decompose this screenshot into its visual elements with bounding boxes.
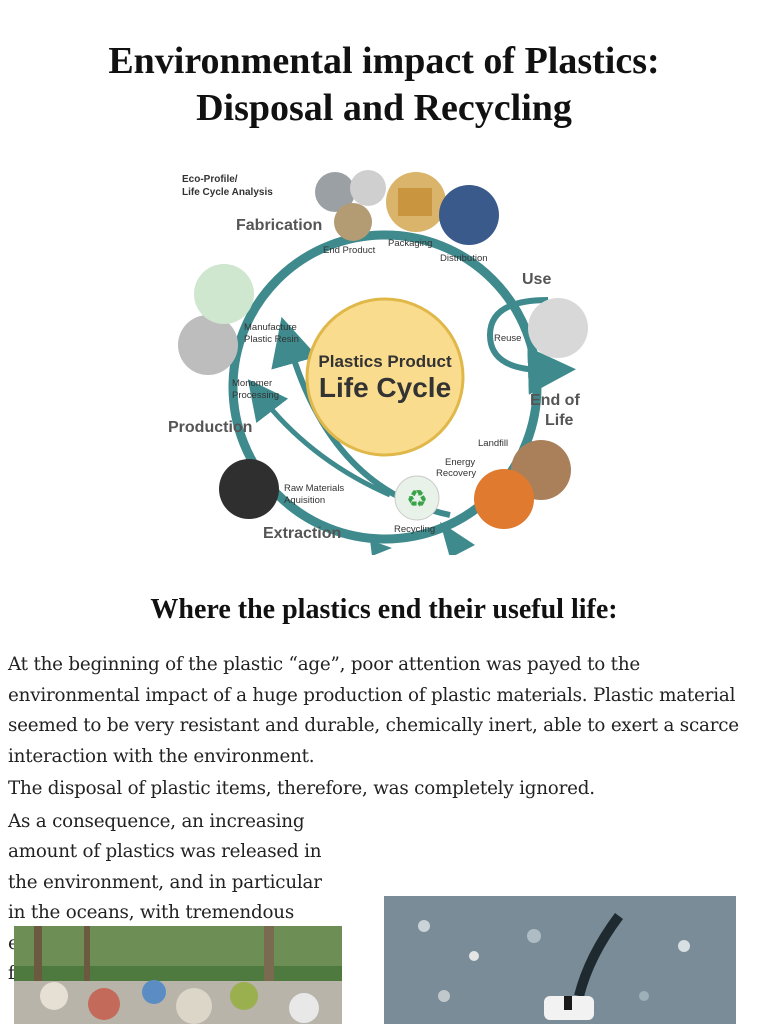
end-product-photo-3 bbox=[334, 203, 372, 241]
stage-end-of-life-1: End of bbox=[530, 392, 580, 409]
energy-recovery-photo bbox=[474, 469, 534, 529]
life-cycle-diagram: Plastics Product Life Cycle Eco-Profile/… bbox=[168, 170, 588, 555]
end-product-photo bbox=[315, 172, 355, 212]
monomer-photo bbox=[178, 315, 238, 375]
section-subtitle: Where the plastics end their useful life… bbox=[150, 594, 618, 625]
raw-materials-photo bbox=[219, 459, 279, 519]
label-packaging: Packaging bbox=[388, 238, 432, 249]
reuse-photo bbox=[528, 298, 588, 358]
label-reuse: Reuse bbox=[494, 333, 521, 344]
label-raw-1: Raw Materials bbox=[284, 483, 344, 494]
recycling-icon: ♻ bbox=[406, 485, 428, 513]
end-product-photo-2 bbox=[350, 170, 386, 206]
energy-return-arrow bbox=[247, 379, 392, 498]
label-monomer-1: Monomer bbox=[232, 378, 272, 389]
label-landfill: Landfill bbox=[478, 438, 508, 449]
label-energy-1: Energy bbox=[445, 457, 475, 468]
center-line-2: Life Cycle bbox=[319, 372, 451, 403]
stage-end-of-life-2: Life bbox=[545, 412, 574, 429]
end-of-life-arrowhead bbox=[440, 522, 475, 555]
body-text: At the beginning of the plastic “age”, p… bbox=[8, 650, 764, 992]
packaging-box-icon bbox=[398, 188, 432, 216]
label-manufacture-2: Plastic Resin bbox=[244, 334, 299, 345]
center-circle bbox=[305, 297, 465, 457]
ocean-plastic-photo bbox=[384, 896, 736, 1024]
label-end-product: End Product bbox=[323, 245, 376, 256]
label-monomer-2: Processing bbox=[232, 390, 279, 401]
stage-fabrication: Fabrication bbox=[236, 217, 322, 234]
reuse-loop-arrow bbox=[486, 297, 576, 395]
extraction-arrowhead bbox=[370, 540, 392, 555]
label-manufacture-1: Manufacture bbox=[244, 322, 297, 333]
title-line-1: Environmental impact of Plastics: bbox=[108, 40, 660, 82]
diagram-header-1: Eco-Profile/ bbox=[182, 174, 238, 185]
center-line-1: Plastics Product bbox=[318, 352, 452, 371]
diagram-header-2: Life Cycle Analysis bbox=[182, 187, 273, 198]
label-raw-2: Aquisition bbox=[284, 495, 325, 506]
distribution-photo bbox=[439, 185, 499, 245]
resin-photo bbox=[194, 264, 254, 324]
landfill-photo-bottom bbox=[14, 926, 342, 1024]
title-line-2: Disposal and Recycling bbox=[196, 87, 572, 129]
label-distribution: Distribution bbox=[440, 253, 488, 264]
paragraph-1: At the beginning of the plastic “age”, p… bbox=[8, 654, 739, 767]
stage-use: Use bbox=[522, 271, 551, 288]
stage-production: Production bbox=[168, 419, 252, 436]
stage-extraction: Extraction bbox=[263, 525, 341, 542]
paragraph-2: The disposal of plastic items, therefore… bbox=[8, 778, 595, 799]
page-title: Environmental impact of Plastics: Dispos… bbox=[0, 38, 768, 132]
recycling-photo bbox=[394, 475, 440, 521]
label-recycling: Recycling bbox=[394, 524, 435, 535]
label-energy-2: Recovery bbox=[436, 468, 476, 479]
